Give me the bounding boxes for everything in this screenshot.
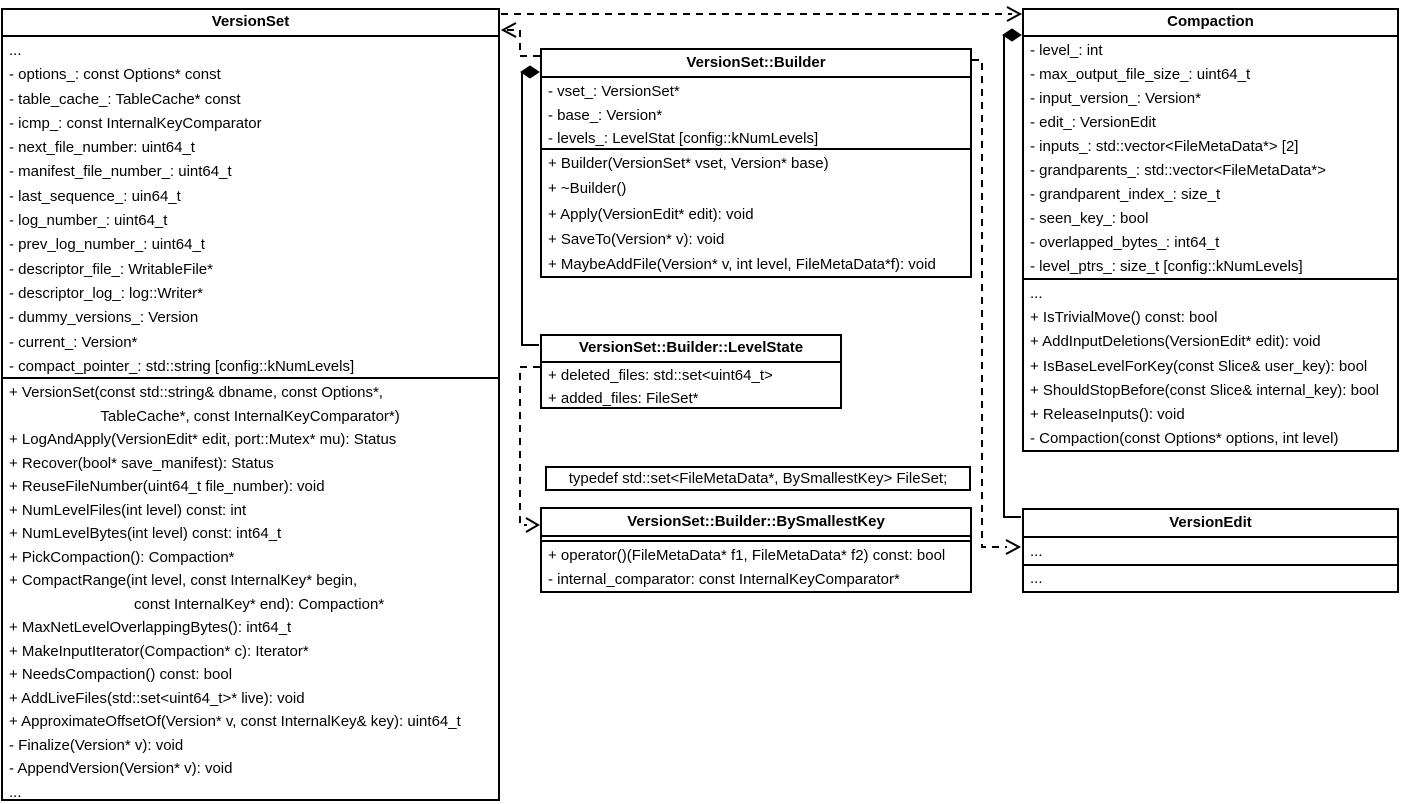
member-line: - grandparent_index_: size_t — [1030, 186, 1221, 203]
member-line: + operator()(FileMetaData* f1, FileMetaD… — [548, 547, 946, 564]
member-line: - dummy_versions_: Version — [9, 309, 199, 327]
member-line: - levels_: LevelStat [config::kNumLevels… — [548, 130, 819, 147]
member-line: - icmp_: const InternalKeyComparator — [9, 114, 262, 132]
member-line: - AppendVersion(Version* v): void — [9, 760, 233, 777]
class-title-versionset: VersionSet — [211, 13, 290, 30]
member-line: - prev_log_number_: uint64_t — [9, 236, 205, 254]
member-line: + Apply(VersionEdit* edit): void — [548, 205, 754, 223]
class-title-versionedit: VersionEdit — [1169, 514, 1252, 531]
bysmallestkey-empty-attributes — [542, 535, 970, 540]
member-line: + LogAndApply(VersionEdit* edit, port::M… — [9, 431, 397, 448]
member-line: + Builder(VersionSet* vset, Version* bas… — [548, 155, 829, 172]
member-line: + added_files: FileSet* — [548, 390, 699, 407]
member-line: + AddInputDeletions(VersionEdit* edit): … — [1030, 333, 1321, 351]
open-arrowhead-icon — [525, 517, 540, 533]
compaction-attributes: - level_: int - max_output_file_size_: ui… — [1024, 35, 1397, 278]
member-line: + PickCompaction(): Compaction* — [9, 548, 235, 566]
versionset-methods: + VersionSet(const std::string& dbname, … — [3, 377, 498, 801]
member-line: TableCache*, const InternalKeyComparator… — [9, 407, 400, 425]
versionedit-attributes: ... — [1024, 536, 1397, 564]
member-line: + IsTrivialMove() const: bool — [1030, 309, 1218, 327]
member-line: + deleted_files: std::set<uint64_t> — [548, 367, 773, 384]
typedef-note: typedef std::set<FileMetaData*, BySmalle… — [545, 466, 971, 491]
member-line: - descriptor_log_: log::Writer* — [9, 284, 203, 302]
member-line: + ReleaseInputs(): void — [1030, 406, 1185, 424]
member-line: - Finalize(Version* v): void — [9, 736, 184, 754]
class-title-bysmallestkey: VersionSet::Builder::BySmallestKey — [627, 513, 885, 530]
member-line: + MakeInputIterator(Compaction* c): Iter… — [9, 642, 309, 660]
builder-methods: + Builder(VersionSet* vset, Version* bas… — [542, 148, 970, 276]
bysmallestkey-methods: + operator()(FileMetaData* f1, FileMetaD… — [542, 540, 970, 591]
composition-line-builder-to-levelstate — [521, 72, 539, 346]
member-line: + MaxNetLevelOverlappingBytes(): int64_t — [9, 619, 292, 636]
open-arrowhead-icon — [500, 22, 517, 38]
member-line: + ReuseFileNumber(uint64_t file_number):… — [9, 478, 325, 495]
member-line: + VersionSet(const std::string& dbname, … — [9, 384, 383, 401]
member-line: + IsBaseLevelForKey(const Slice& user_ke… — [1030, 357, 1368, 375]
member-line: - table_cache_: TableCache* const — [9, 90, 241, 108]
versionset-attributes: ... - options_: const Options* const - tab… — [3, 35, 498, 377]
typedef-note-text: typedef std::set<FileMetaData*, BySmalle… — [568, 470, 948, 487]
member-line: - edit_: VersionEdit — [1030, 114, 1156, 131]
member-line: - compact_pointer_: std::string [config:… — [9, 357, 355, 375]
member-line: - level_ptrs_: size_t [config::kNumLevel… — [1030, 258, 1303, 275]
class-box-levelstate: VersionSet::Builder::LevelState + delete… — [540, 334, 842, 409]
member-line: - next_file_number: uint64_t — [9, 139, 195, 157]
member-line: - options_: const Options* const — [9, 66, 221, 84]
member-line: ... — [9, 783, 22, 801]
open-arrowhead-icon — [1005, 539, 1022, 555]
versionedit-methods: ... — [1024, 564, 1397, 591]
member-line: + NeedsCompaction() const: bool — [9, 666, 233, 683]
class-box-versionset: VersionSet ... - options_: const Options*… — [1, 8, 500, 801]
member-line: - internal_comparator: const InternalKey… — [548, 571, 900, 588]
member-line: + NumLevelFiles(int level) const: int — [9, 501, 247, 519]
dependency-line-builder-to-versionset — [505, 29, 540, 57]
member-line: + CompactRange(int level, const Internal… — [9, 572, 358, 589]
member-line: + ApproximateOffsetOf(Version* v, const … — [9, 713, 461, 730]
member-line: + ~Builder() — [548, 180, 627, 198]
member-line: const InternalKey* end): Compaction* — [9, 595, 385, 613]
member-line: - manifest_file_number_: uint64_t — [9, 163, 232, 181]
class-title-builder: VersionSet::Builder — [686, 54, 826, 71]
class-box-compaction: Compaction - level_: int - max_output_fil… — [1022, 8, 1399, 452]
class-title-compaction: Compaction — [1167, 13, 1254, 30]
member-line: - grandparents_: std::vector<FileMetaDat… — [1030, 162, 1326, 179]
member-line: - vset_: VersionSet* — [548, 83, 680, 100]
member-line: - max_output_file_size_: uint64_t — [1030, 66, 1251, 83]
filled-diamond-icon — [520, 65, 540, 79]
class-box-versionedit: VersionEdit ... ... — [1022, 508, 1399, 593]
member-line: - seen_key_: bool — [1030, 210, 1149, 227]
member-line: ... — [1030, 285, 1043, 302]
member-line: + Recover(bool* save_manifest): Status — [9, 454, 274, 472]
member-line: - input_version_: Version* — [1030, 90, 1201, 107]
member-line: - overlapped_bytes_: int64_t — [1030, 234, 1220, 251]
member-line: - current_: Version* — [9, 333, 138, 351]
open-arrowhead-icon — [1006, 6, 1023, 22]
member-line: + AddLiveFiles(std::set<uint64_t>* live)… — [9, 689, 305, 707]
class-box-bysmallestkey: VersionSet::Builder::BySmallestKey + ope… — [540, 507, 972, 593]
filled-diamond-icon — [1002, 28, 1022, 42]
builder-attributes: - vset_: VersionSet* - base_: Version* - l… — [542, 76, 970, 148]
member-line: - inputs_: std::vector<FileMetaData*> [2… — [1030, 138, 1299, 155]
member-line: - level_: int — [1030, 42, 1103, 59]
member-line: - log_number_: uint64_t — [9, 212, 168, 230]
member-line: + ShouldStopBefore(const Slice& internal… — [1030, 381, 1379, 399]
member-line: + MaybeAddFile(Version* v, int level, Fi… — [548, 256, 936, 274]
composition-line-compaction-to-versionedit — [1003, 35, 1021, 518]
member-line: ... — [9, 42, 22, 59]
member-line: - Compaction(const Options* options, int… — [1030, 430, 1339, 448]
member-line: - last_sequence_: uin64_t — [9, 187, 181, 205]
member-line: - descriptor_file_: WritableFile* — [9, 260, 213, 278]
dependency-line-levelstate-to-bysmallestkey — [519, 366, 540, 526]
member-line: + NumLevelBytes(int level) const: int64_… — [9, 525, 282, 542]
member-line: + SaveTo(Version* v): void — [548, 230, 725, 248]
levelstate-attributes: + deleted_files: std::set<uint64_t>+ add… — [542, 361, 840, 407]
class-title-levelstate: VersionSet::Builder::LevelState — [578, 339, 804, 356]
member-line: - base_: Version* — [548, 106, 663, 124]
class-box-builder: VersionSet::Builder - vset_: VersionSet*… — [540, 48, 972, 278]
compaction-methods: ... + IsTrivialMove() const: bool + AddInp… — [1024, 278, 1397, 450]
dependency-line-builder-to-versionedit — [972, 59, 1007, 548]
